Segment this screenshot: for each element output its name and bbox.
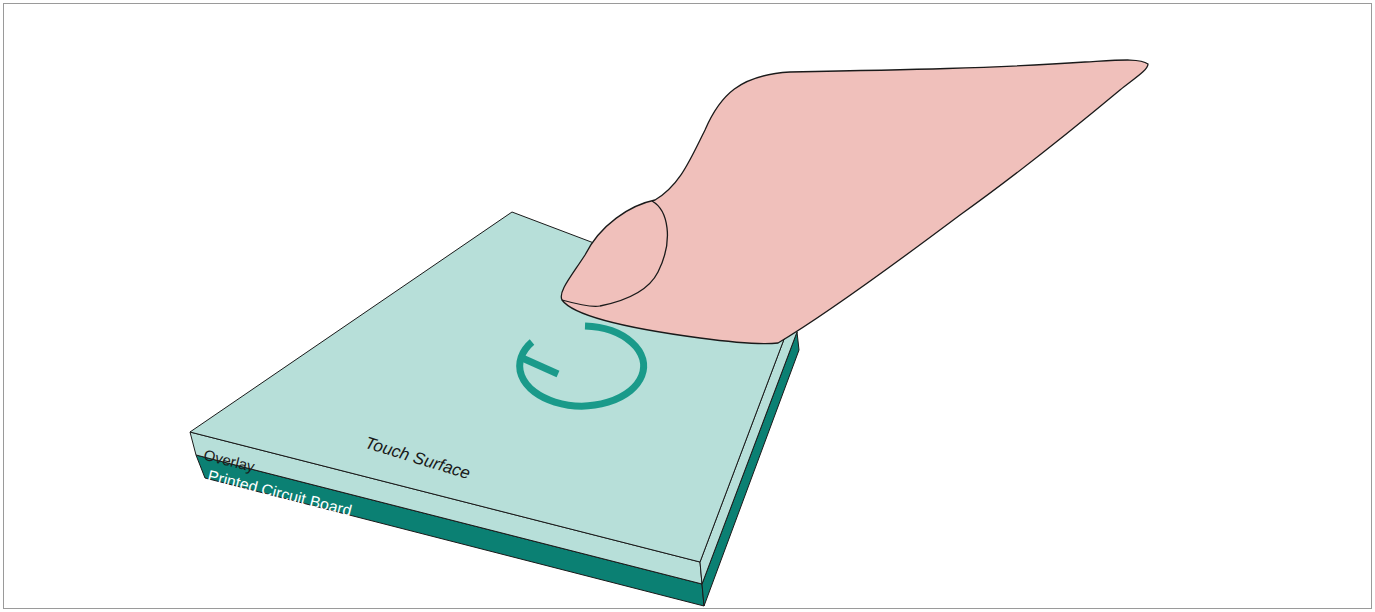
finger [561,60,1148,344]
frame [4,4,1372,609]
power-icon-bar [520,357,558,374]
fingernail-edge [562,300,600,306]
power-icon-ring [520,326,644,406]
fingernail [600,201,667,306]
